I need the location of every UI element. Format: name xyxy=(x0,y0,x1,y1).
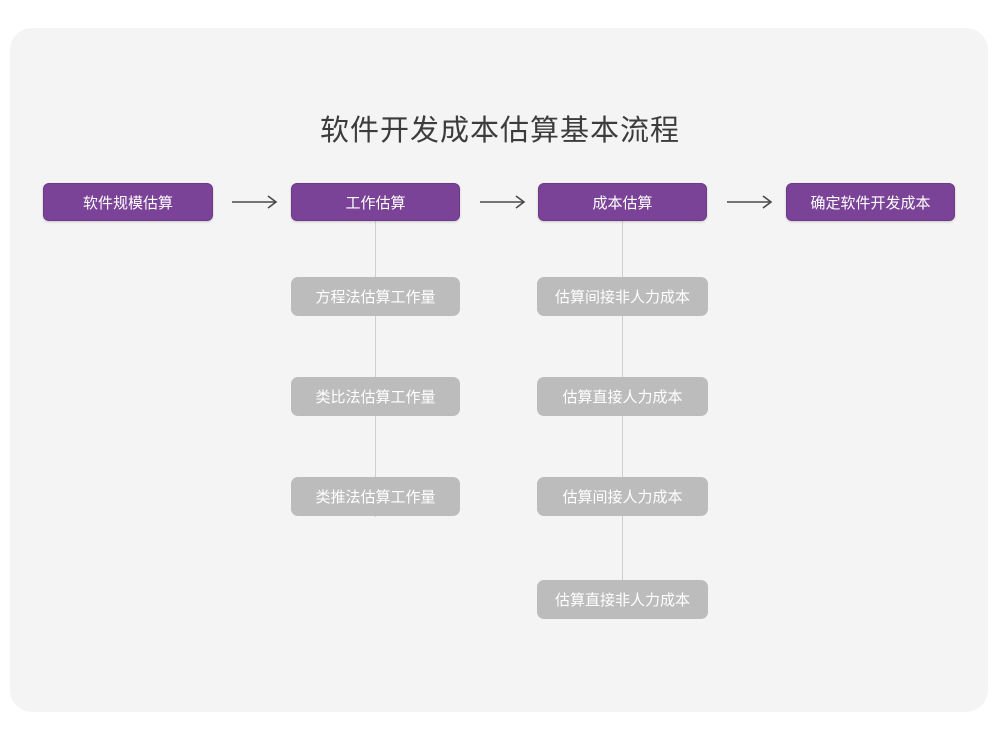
branch-node-label: 估算间接非人力成本 xyxy=(554,289,690,306)
branch-node-equation-method-effort[interactable]: 方程法估算工作量 xyxy=(291,277,460,316)
flow-step-effort-estimation[interactable]: 工作估算 xyxy=(291,183,460,221)
branch-node-label: 估算直接人力成本 xyxy=(562,389,683,406)
branch-connector-line-1 xyxy=(375,219,376,517)
arrow-right-icon-2 xyxy=(476,187,531,217)
branch-node-indirect-labor-cost[interactable]: 估算间接人力成本 xyxy=(537,477,708,516)
flow-step-cost-estimation[interactable]: 成本估算 xyxy=(538,183,707,221)
flow-step-label: 确定软件开发成本 xyxy=(810,194,931,212)
branch-node-label: 类推法估算工作量 xyxy=(315,489,436,506)
branch-node-analogy-method-effort[interactable]: 类比法估算工作量 xyxy=(291,377,460,416)
diagram-card xyxy=(10,28,988,712)
flow-step-determine-development-cost[interactable]: 确定软件开发成本 xyxy=(786,183,955,221)
branch-node-direct-nonlabor-cost[interactable]: 估算直接非人力成本 xyxy=(537,580,708,619)
diagram-title: 软件开发成本估算基本流程 xyxy=(319,115,680,148)
branch-node-label: 类比法估算工作量 xyxy=(315,389,436,406)
arrow-right-icon-3 xyxy=(723,187,778,217)
branch-node-label: 方程法估算工作量 xyxy=(315,289,436,306)
branch-node-label: 估算间接人力成本 xyxy=(562,489,683,506)
flow-step-label: 工作估算 xyxy=(345,194,406,212)
flow-step-label: 成本估算 xyxy=(592,194,653,212)
branch-node-inference-method-effort[interactable]: 类推法估算工作量 xyxy=(291,477,460,516)
branch-node-indirect-nonlabor-cost[interactable]: 估算间接非人力成本 xyxy=(537,277,708,316)
flow-step-software-scale-estimation[interactable]: 软件规模估算 xyxy=(43,183,213,221)
flow-step-label: 软件规模估算 xyxy=(82,194,173,212)
branch-node-direct-labor-cost[interactable]: 估算直接人力成本 xyxy=(537,377,708,416)
arrow-right-icon-1 xyxy=(228,187,283,217)
branch-node-label: 估算直接非人力成本 xyxy=(554,592,690,609)
